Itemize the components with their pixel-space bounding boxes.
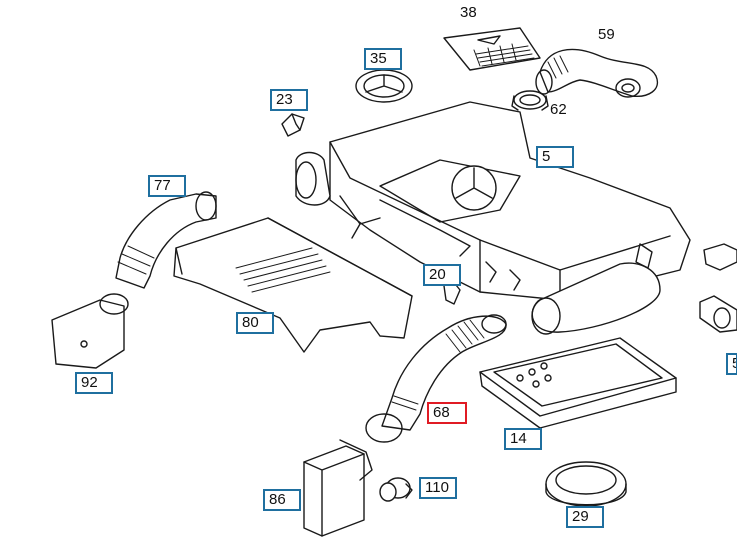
callout-20[interactable]: 20 (423, 264, 461, 286)
part-29-seal-ring (545, 461, 627, 507)
part-62-hose-clamp (511, 90, 549, 111)
callout-29[interactable]: 29 (566, 506, 604, 528)
part-5-air-filter-housing (295, 101, 691, 335)
part-77-intake-duct (115, 191, 217, 289)
callout-68[interactable]: 68 (427, 402, 467, 424)
part-35-star-emblem (355, 69, 413, 103)
part-23-clip (281, 113, 305, 137)
part-14-filter-element (479, 337, 677, 429)
callout-5b[interactable]: 5 (726, 353, 737, 375)
part-86-mounting-box (303, 439, 373, 537)
callout-92[interactable]: 92 (75, 372, 113, 394)
callout-110[interactable]: 110 (419, 477, 457, 499)
part-68-hose (365, 314, 507, 443)
part-38-warning-label (443, 27, 541, 71)
part-92-intake-snorkel (51, 293, 129, 369)
callout-5[interactable]: 5 (536, 146, 574, 168)
callout-77[interactable]: 77 (148, 175, 186, 197)
callout-86[interactable]: 86 (263, 489, 301, 511)
callout-80[interactable]: 80 (236, 312, 274, 334)
callout-23[interactable]: 23 (270, 89, 308, 111)
part-right-sensor (699, 243, 737, 333)
callout-14[interactable]: 14 (504, 428, 542, 450)
part-110-plug (379, 477, 413, 502)
part-80-cover-plate (173, 217, 413, 353)
part-59-intake-hose (535, 48, 659, 98)
callout-38: 38 (460, 4, 477, 21)
callout-59: 59 (598, 26, 615, 43)
callout-62: 62 (550, 101, 567, 118)
callout-35[interactable]: 35 (364, 48, 402, 70)
